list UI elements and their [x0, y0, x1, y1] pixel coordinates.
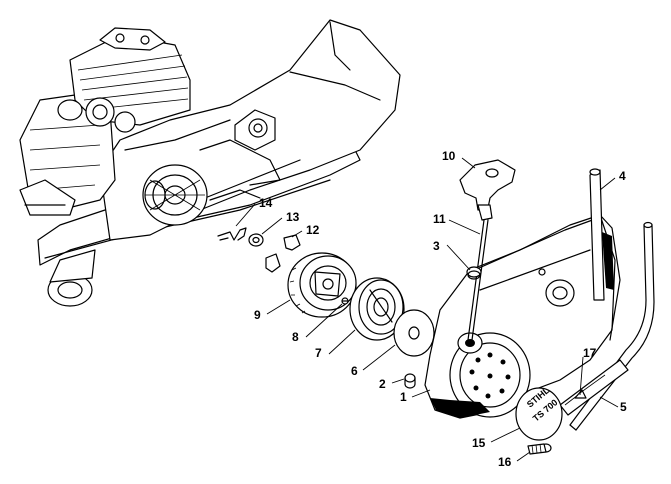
callout-14: 14: [259, 196, 273, 210]
callout-5: 5: [620, 400, 627, 414]
callout-12: 12: [306, 223, 320, 237]
callout-labels: 1 2 3 4 5 6 7 8 9 10 11 12 13 14 17 15 1…: [254, 149, 627, 469]
callout-3: 3: [433, 239, 440, 253]
part-8-screw: [341, 297, 349, 305]
part-9-rope-rotor: [287, 252, 357, 318]
callout-6: 6: [351, 364, 358, 378]
callout-7: 7: [315, 346, 322, 360]
part-4-tube: [589, 168, 605, 301]
part-13-washer: [248, 233, 264, 247]
callout-16: 16: [498, 455, 512, 469]
part-11-starter-rope: [467, 219, 489, 341]
part-16-screw: [527, 443, 552, 455]
part-6-washer-disc: [393, 309, 435, 357]
callout-8: 8: [292, 330, 299, 344]
part-1-starter-cover: [424, 214, 621, 419]
part-3-grommet: [466, 266, 482, 280]
part-17-warning-decal: [559, 359, 629, 416]
callout-17: 17: [583, 346, 597, 360]
callout-11: 11: [433, 212, 446, 226]
callout-15: 15: [472, 436, 486, 450]
callout-10: 10: [442, 149, 456, 163]
part-5-curved-tube: [569, 221, 655, 431]
part-14-spring-clip: [217, 227, 247, 241]
callout-1: 1: [400, 390, 407, 404]
callout-2: 2: [379, 377, 386, 391]
leader-lines: [235, 157, 619, 462]
part-2-bushing: [404, 373, 416, 389]
callout-9: 9: [254, 308, 261, 322]
callout-4: 4: [619, 169, 626, 183]
callout-13: 13: [286, 210, 300, 224]
engine-housing-assembly: [19, 19, 401, 307]
part-10-starter-handle: [459, 159, 516, 221]
part-7-spring-cassette: [349, 277, 405, 341]
